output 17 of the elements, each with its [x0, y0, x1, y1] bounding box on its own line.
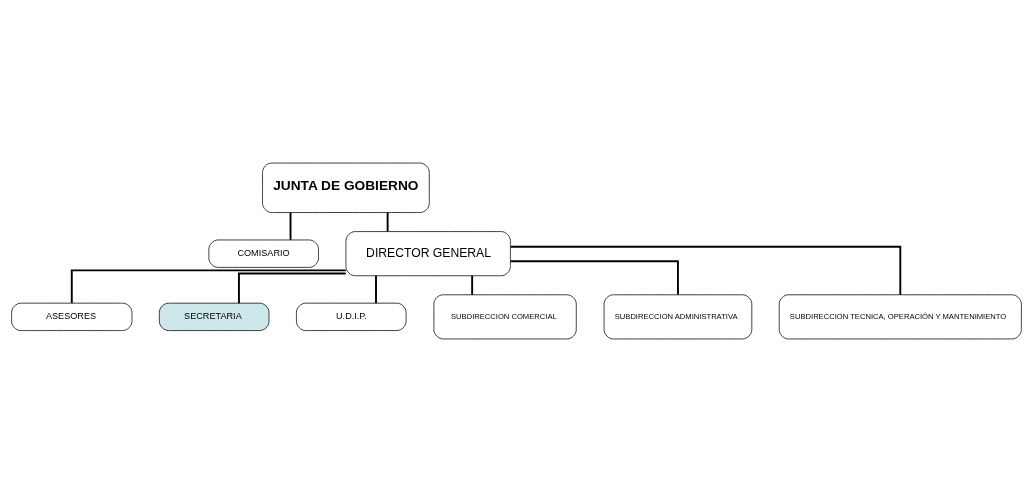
node-box: SECRETARIA — [158, 302, 270, 331]
connector — [238, 272, 347, 305]
connector — [509, 260, 679, 296]
node-box: SUBDIRECCION ADMINISTRATIVA — [603, 294, 753, 340]
node-box: ASESORES — [11, 302, 133, 331]
connector — [70, 269, 347, 304]
connector — [375, 274, 377, 305]
node-box: SUBDIRECCION COMERCIAL — [433, 294, 577, 340]
node-box: COMISARIO — [208, 239, 319, 268]
connector — [289, 211, 292, 241]
node-box: JUNTA DE GOBIERNO — [262, 162, 430, 213]
node-box: U.D.I.P. — [296, 302, 407, 331]
node-box: SUBDIRECCION TECNICA, OPERACIÓN Y MANTENIMIENTO — [778, 294, 1022, 340]
node-box: DIRECTOR GENERAL — [345, 231, 511, 277]
connector — [386, 211, 389, 233]
connector — [471, 274, 474, 296]
connector — [509, 245, 902, 296]
